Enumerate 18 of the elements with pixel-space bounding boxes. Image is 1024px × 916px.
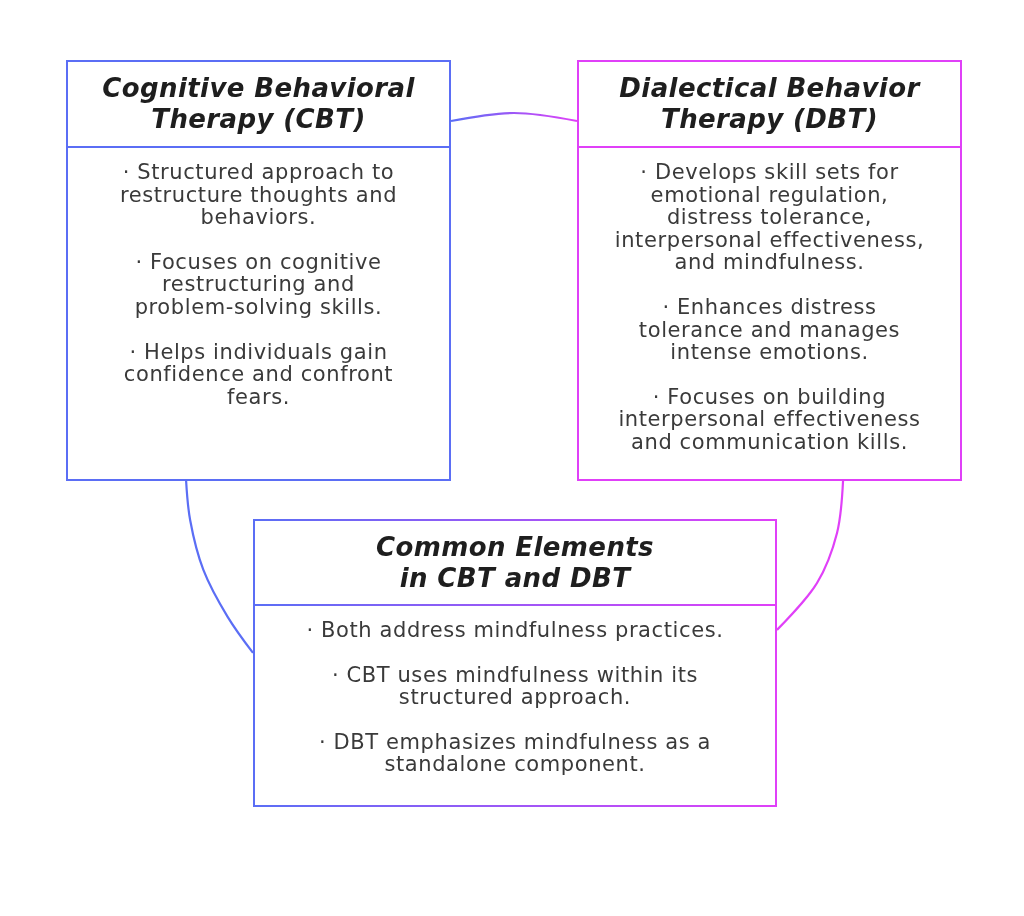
card-heading: Cognitive Behavioral Therapy (CBT) xyxy=(101,73,416,135)
content-card xyxy=(253,519,777,807)
bullet-text: · Focuses on cognitive restructuring and problem-solving skills. xyxy=(133,250,384,319)
connector-line xyxy=(776,480,845,631)
bullet-text: · Structured approach to restructure thoughts and behaviors. xyxy=(118,161,399,229)
connector-line xyxy=(185,480,254,654)
connector-line xyxy=(450,111,578,123)
bullet-text: · Enhances distress tolerance and manages intense emotions. xyxy=(637,295,902,364)
bullet-text: · Helps individuals gain confidence and confront fears. xyxy=(122,340,395,409)
bullet-text: · Both address mindfulness practices. xyxy=(305,619,725,642)
bullet-text: · DBT emphasizes mindfulness as a standalone component. xyxy=(317,730,713,776)
content-card xyxy=(577,60,962,481)
bullet-text: · Develops skill sets for emotional regulation, distress tolerance, interpersonal effectiveness, and mindfulness. xyxy=(613,161,926,274)
bullet-text: · CBT uses mindfulness within its structured approach. xyxy=(330,663,700,709)
content-card xyxy=(66,60,451,481)
bullet-text: · Focuses on building interpersonal effectiveness and communication kills. xyxy=(617,385,922,454)
card-heading: Common Elements in CBT and DBT xyxy=(375,531,655,594)
card-heading: Dialectical Behavior Therapy (DBT) xyxy=(618,73,922,135)
